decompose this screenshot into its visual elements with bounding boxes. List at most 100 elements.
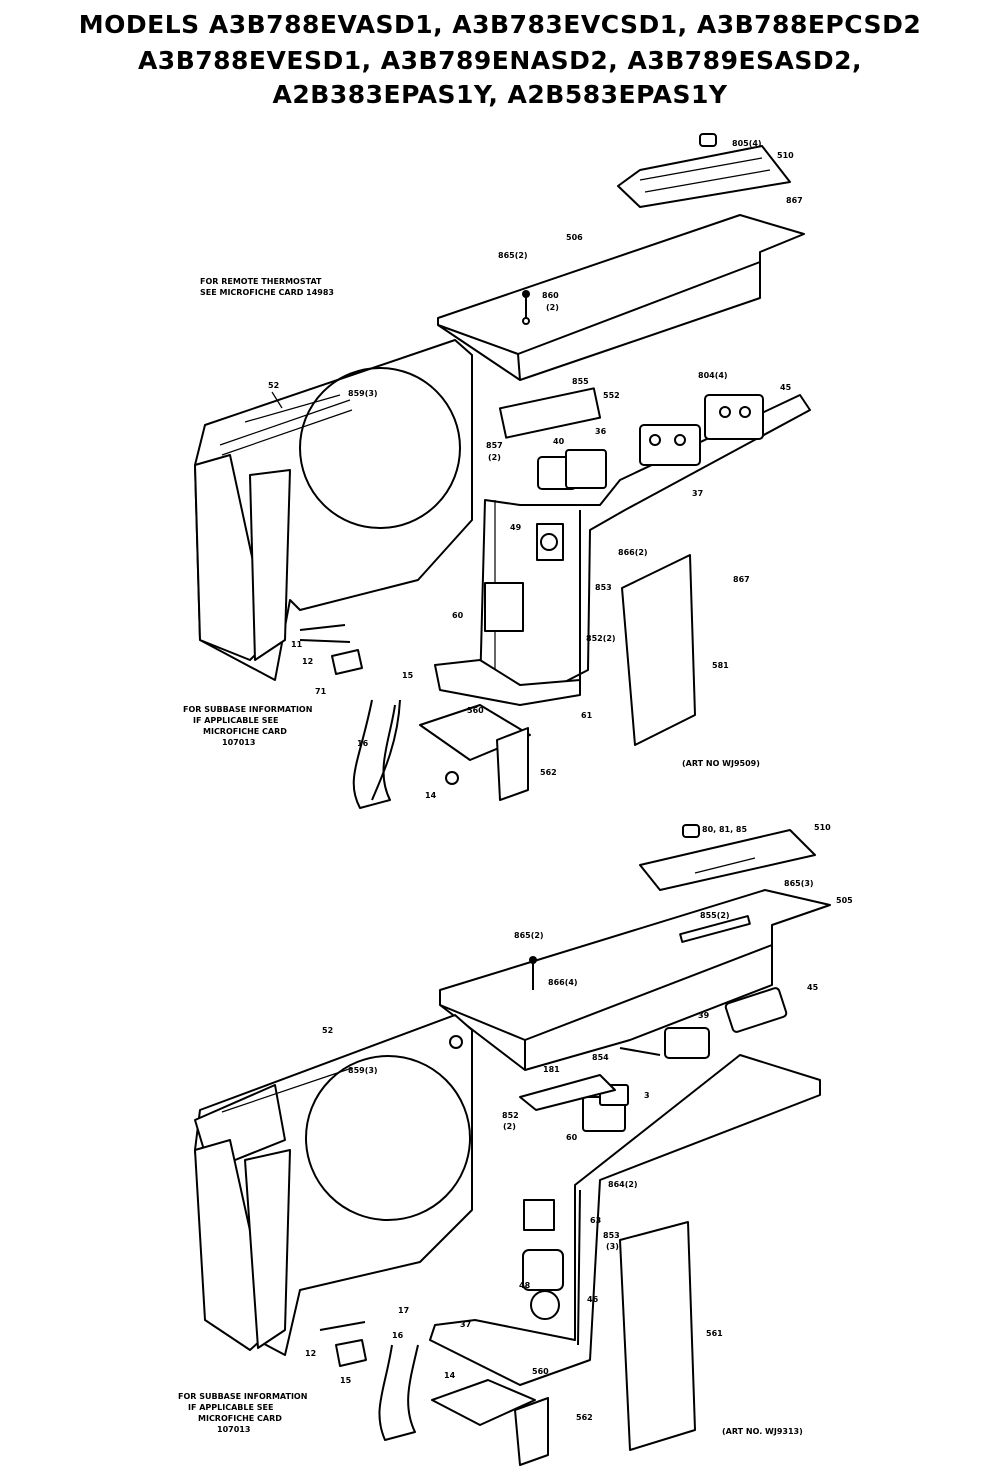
part-label: 16 bbox=[357, 739, 369, 748]
part-label: 12 bbox=[302, 657, 313, 666]
cover-plate-510 bbox=[617, 133, 791, 208]
part-label: 561 bbox=[706, 1329, 723, 1338]
control-box bbox=[434, 394, 811, 706]
subbase-note-3: MICROFICHE CARD bbox=[203, 727, 287, 736]
part-label: 853 bbox=[595, 583, 612, 592]
part-label: 562 bbox=[576, 1413, 593, 1422]
part-label: 560 bbox=[532, 1367, 549, 1376]
diagram-2: FOR SUBBASE INFORMATION IF APPLICABLE SE… bbox=[178, 823, 853, 1466]
part-label: 552 bbox=[603, 391, 620, 400]
side-panel-561 bbox=[619, 1221, 696, 1451]
part-label: 61 bbox=[581, 711, 593, 720]
part-label: 866(4) bbox=[548, 978, 578, 987]
part-label: 855(2) bbox=[700, 911, 730, 920]
part-label: 60 bbox=[566, 1133, 578, 1142]
relay-36 bbox=[498, 387, 607, 490]
part-label: 14 bbox=[425, 791, 437, 800]
part-label: 855 bbox=[572, 377, 589, 386]
part-label: 865(2) bbox=[498, 251, 528, 260]
part-label: 39 bbox=[698, 1011, 710, 1020]
models-title-line-2: A3B788EVESD1, A3B789ENASD2, A3B789ESASD2… bbox=[137, 46, 863, 75]
art-number-1: (ART NO WJ9509) bbox=[682, 759, 760, 768]
part-label: 71 bbox=[315, 687, 327, 696]
top-panel-506 bbox=[437, 214, 805, 381]
part-label: 15 bbox=[340, 1376, 352, 1385]
part-label: 854 bbox=[592, 1053, 609, 1062]
top-panel-505 bbox=[439, 889, 831, 1071]
part-label: 860 bbox=[542, 291, 559, 300]
bottom-parts bbox=[299, 624, 531, 809]
models-title-line-3: A2B383EPAS1Y, A2B583EPAS1Y bbox=[272, 80, 728, 109]
subbase-note-4: 107013 bbox=[217, 1425, 250, 1434]
svg-text:52: 52 bbox=[268, 381, 279, 390]
part-label: 867 bbox=[786, 196, 803, 205]
part-label: 49 bbox=[510, 523, 522, 532]
part-label: 16 bbox=[392, 1331, 404, 1340]
part-label: 857 bbox=[486, 441, 503, 450]
part-label: 80, 81, 85 bbox=[702, 825, 747, 834]
part-label: 505 bbox=[836, 896, 853, 905]
side-panel-581 bbox=[621, 554, 696, 746]
part-label: 506 bbox=[566, 233, 583, 242]
subbase-note-2: IF APPLICABLE SEE bbox=[193, 716, 278, 725]
part-label: 805(4) bbox=[732, 139, 762, 148]
subbase-note-3: MICROFICHE CARD bbox=[198, 1414, 282, 1423]
part-labels-2: 80, 81, 85 510 865(3) 505 855(2) 865(2) … bbox=[305, 823, 853, 1422]
part-label: 859(3) bbox=[348, 1066, 378, 1075]
part-label: 562 bbox=[540, 768, 557, 777]
part-label: 510 bbox=[814, 823, 831, 832]
part-label: 867 bbox=[733, 575, 750, 584]
part-label: 852 bbox=[502, 1111, 519, 1120]
diagram-1: 52 bbox=[183, 133, 811, 809]
part-label: 45 bbox=[780, 383, 792, 392]
part-label: (3) bbox=[606, 1242, 619, 1251]
control-box bbox=[429, 1054, 821, 1386]
part-label: 45 bbox=[807, 983, 819, 992]
part-label: 852(2) bbox=[586, 634, 616, 643]
part-label: 560 bbox=[467, 706, 484, 715]
orifice-panel-52: 52 bbox=[194, 339, 473, 681]
part-label: 12 bbox=[305, 1349, 316, 1358]
part-label: 11 bbox=[291, 640, 303, 649]
part-label: 15 bbox=[402, 671, 414, 680]
part-label: (2) bbox=[503, 1122, 516, 1131]
terminal-board-45 bbox=[619, 987, 788, 1059]
subbase-note-2: IF APPLICABLE SEE bbox=[188, 1403, 273, 1412]
part-label: 581 bbox=[712, 661, 729, 670]
part-label: 853 bbox=[603, 1231, 620, 1240]
part-label: 36 bbox=[595, 427, 607, 436]
bottom-parts bbox=[319, 1321, 549, 1466]
part-label: 510 bbox=[777, 151, 794, 160]
part-labels-1: 805(4) 510 867 506 865(2) 860 (2) 859(3)… bbox=[291, 139, 803, 800]
part-label: 17 bbox=[398, 1306, 409, 1315]
cover-plate-510 bbox=[639, 824, 816, 891]
terminal-board-45 bbox=[639, 394, 764, 466]
part-label: 864(2) bbox=[608, 1180, 638, 1189]
part-label: 37 bbox=[460, 1320, 471, 1329]
part-label: 37 bbox=[692, 489, 703, 498]
part-label: 865(3) bbox=[784, 879, 814, 888]
part-label: (2) bbox=[488, 453, 501, 462]
part-label: 865(2) bbox=[514, 931, 544, 940]
part-label: 3 bbox=[644, 1091, 650, 1100]
thermostat-note-1: FOR REMOTE THERMOSTAT bbox=[200, 277, 322, 286]
part-label: 859(3) bbox=[348, 389, 378, 398]
subbase-note-1: FOR SUBBASE INFORMATION bbox=[178, 1392, 307, 1401]
subbase-note-1: FOR SUBBASE INFORMATION bbox=[183, 705, 312, 714]
part-label: 14 bbox=[444, 1371, 456, 1380]
part-label: 52 bbox=[322, 1026, 333, 1035]
part-label: 40 bbox=[553, 437, 565, 446]
part-label: 48 bbox=[519, 1281, 531, 1290]
part-label: 804(4) bbox=[698, 371, 728, 380]
orifice-panel-52 bbox=[194, 1014, 473, 1356]
part-label: 63 bbox=[590, 1216, 601, 1225]
art-number-2: (ART NO. WJ9313) bbox=[722, 1427, 803, 1436]
models-title-line-1: MODELS A3B788EVASD1, A3B783EVCSD1, A3B78… bbox=[78, 10, 922, 39]
subbase-note-4: 107013 bbox=[222, 738, 255, 747]
part-label: 60 bbox=[452, 611, 464, 620]
thermostat-note-2: SEE MICROFICHE CARD 14983 bbox=[200, 288, 334, 297]
part-label: 866(2) bbox=[618, 548, 648, 557]
part-label: 181 bbox=[543, 1065, 560, 1074]
